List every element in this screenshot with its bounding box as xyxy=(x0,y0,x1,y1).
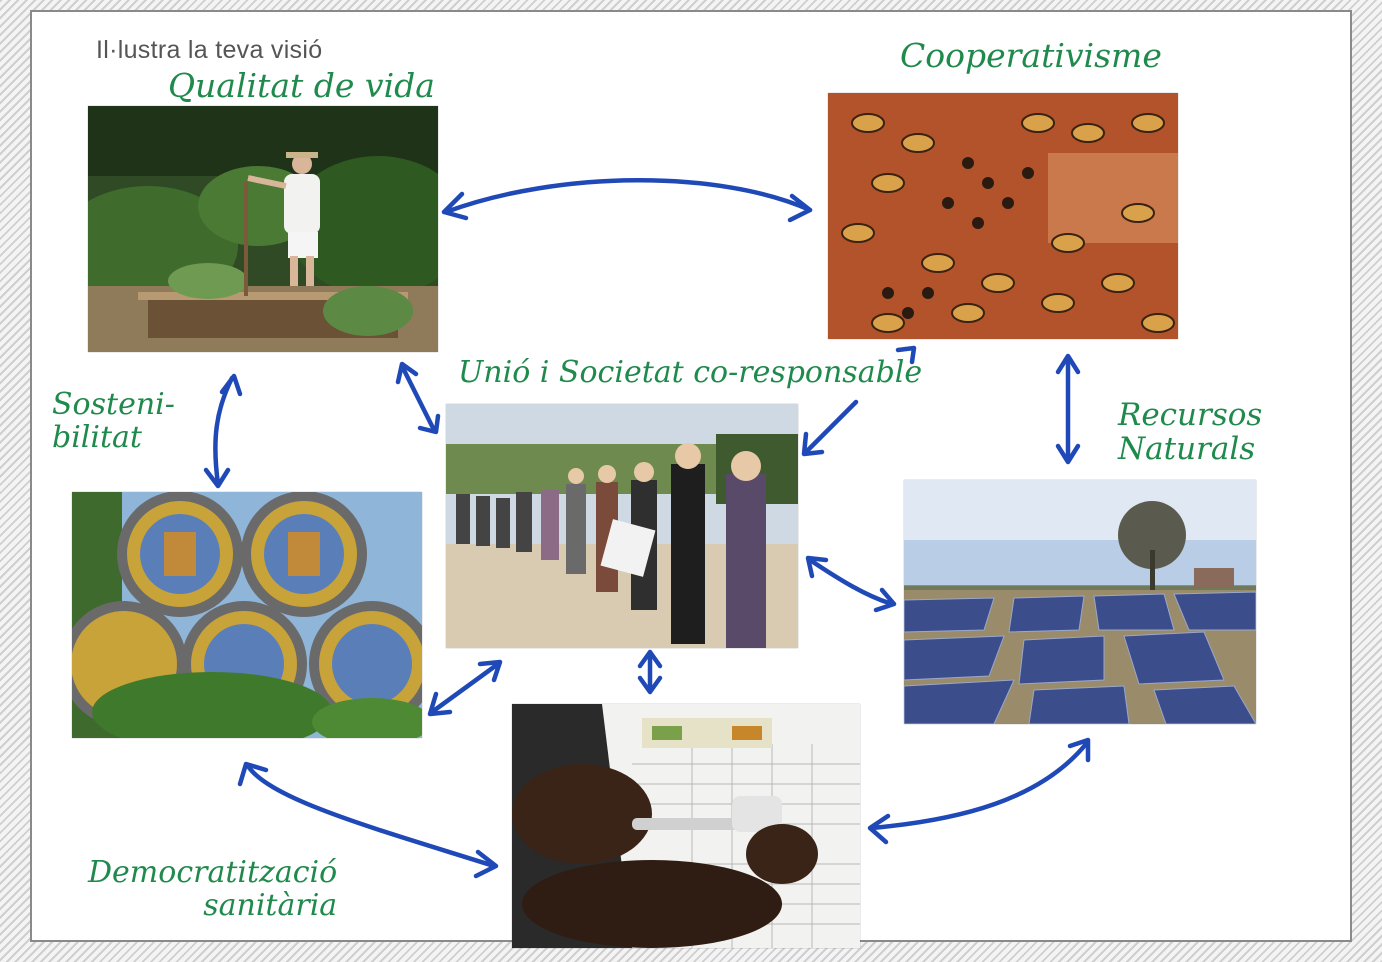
human-chain-photo xyxy=(446,404,798,648)
label-quality-of-life: Qualitat de vida xyxy=(168,66,435,105)
beehive-photo xyxy=(828,93,1178,339)
label-health-democratization: Democratització sanitària xyxy=(88,855,338,923)
garden-photo xyxy=(88,106,438,352)
label-sustainability: Sosteni- bilitat xyxy=(52,387,175,455)
page-title: Il·lustra la teva visió xyxy=(96,36,323,64)
label-natural-resources: Recursos Naturals xyxy=(1118,397,1263,468)
solar-farm-photo xyxy=(904,480,1256,724)
vaccine-photo xyxy=(512,704,860,948)
label-union-society: Unió i Societat co-responsable xyxy=(458,355,923,390)
label-cooperativism: Cooperativisme xyxy=(900,36,1162,75)
pipe-houses-photo xyxy=(72,492,422,738)
